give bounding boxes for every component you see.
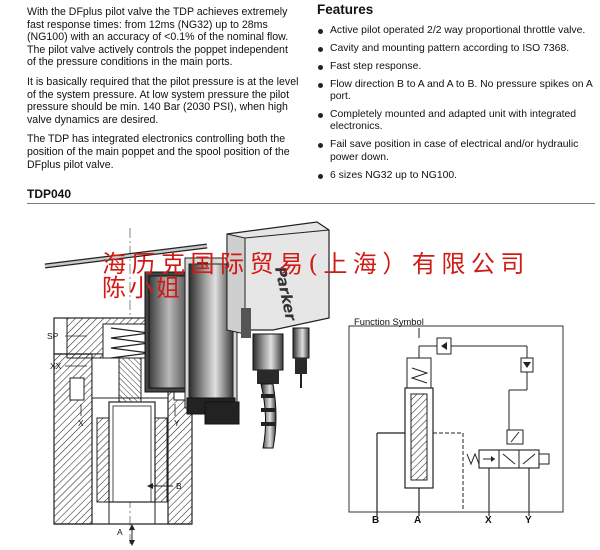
feature-text: 6 sizes NG32 up to NG100.	[330, 169, 458, 181]
intro-paragraph-3: The TDP has integrated electronics contr…	[27, 133, 290, 171]
function-symbol	[348, 325, 564, 516]
bullet-icon	[318, 143, 323, 149]
feedback-cable	[44, 243, 208, 269]
feature-text: Fail save position in case of electrical…	[330, 139, 579, 163]
bullet-icon	[318, 173, 323, 179]
valve-drawing: Parker	[44, 221, 564, 546]
feature-item: Fast step response.	[317, 61, 595, 73]
feature-text: Cavity and mounting pattern according to…	[330, 42, 570, 54]
feature-item: Cavity and mounting pattern according to…	[317, 43, 595, 55]
intro-text: With the DFplus pilot valve the TDP achi…	[27, 6, 299, 178]
pilot-valve-body: Parker	[144, 221, 330, 415]
bullet-icon	[318, 64, 323, 70]
features-list: Active pilot operated 2/2 way proportion…	[317, 25, 595, 188]
bullet-icon	[318, 82, 323, 88]
feature-item: Completely mounted and adapted unit with…	[317, 109, 595, 134]
port-label-x: X	[485, 515, 492, 526]
port-arrows	[129, 483, 173, 546]
bullet-icon	[318, 29, 323, 34]
label-a: A	[117, 527, 123, 537]
function-symbol-title: Function Symbol	[354, 316, 424, 327]
feature-item: Active pilot operated 2/2 way proportion…	[317, 25, 595, 37]
intro-paragraph-2: It is basically required that the pilot …	[27, 75, 299, 126]
port-label-b: B	[372, 515, 380, 526]
feature-item: Flow direction B to A and A to B. No pre…	[317, 79, 595, 104]
label-y: Y	[174, 418, 180, 428]
bullet-icon	[318, 113, 323, 119]
intro-paragraph-1: With the DFplus pilot valve the TDP achi…	[27, 6, 289, 69]
electrical-connector	[252, 327, 310, 449]
feature-text: Completely mounted and adapted unit with…	[330, 109, 577, 133]
port-label-y: Y	[525, 515, 532, 526]
label-b: B	[176, 481, 182, 491]
section-title: TDP040	[27, 187, 72, 201]
label-xx: XX	[50, 361, 62, 371]
port-label-a: A	[414, 515, 422, 526]
feature-item: Fail save position in case of electrical…	[317, 139, 595, 164]
bullet-icon	[318, 46, 323, 52]
fitting	[204, 401, 240, 425]
label-x: X	[78, 418, 84, 428]
features-heading: Features	[317, 2, 374, 17]
feature-text: Fast step response.	[330, 60, 422, 72]
company-watermark: 海历克国际贸易(上海）有限公司	[102, 250, 530, 278]
label-sp: SP	[47, 331, 59, 341]
section-divider	[27, 203, 595, 204]
contact-watermark: 陈小姐	[102, 274, 183, 302]
feature-text: Active pilot operated 2/2 way proportion…	[330, 25, 586, 36]
feature-text: Flow direction B to A and A to B. No pre…	[330, 78, 593, 103]
feature-item: 6 sizes NG32 up to NG100.	[317, 170, 595, 182]
